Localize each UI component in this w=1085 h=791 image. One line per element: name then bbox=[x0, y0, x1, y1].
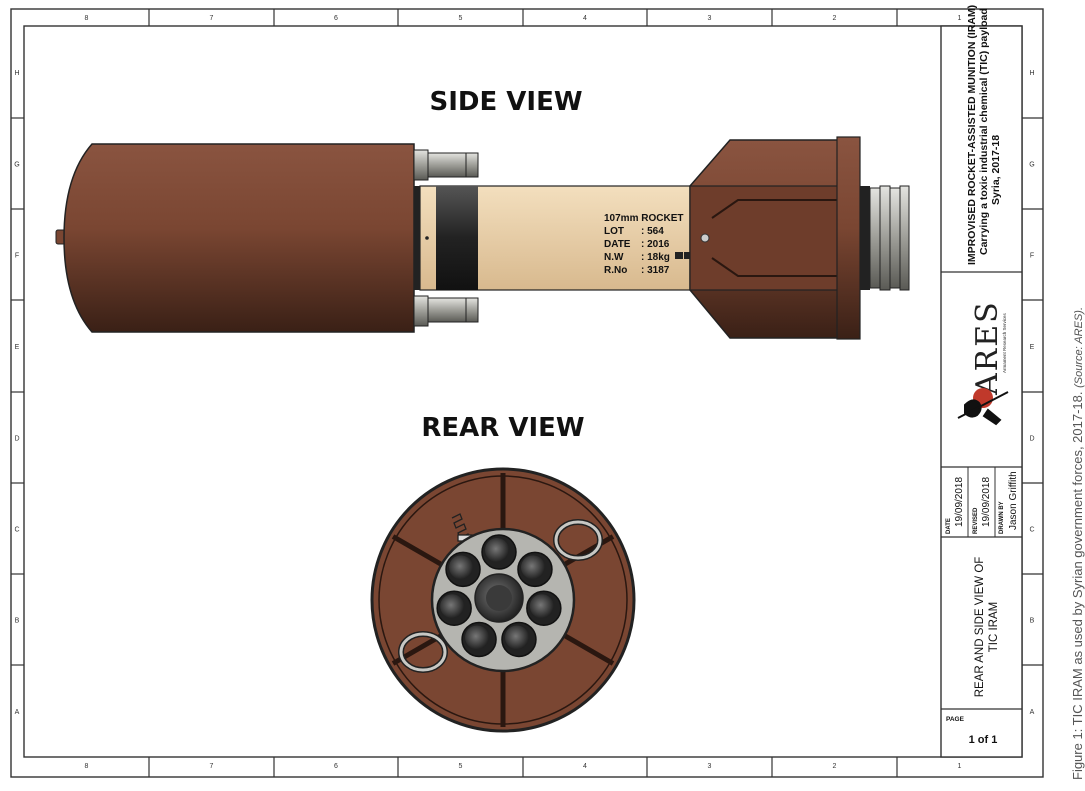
marking-lot-label: LOT bbox=[604, 226, 624, 237]
drawn-label: DRAWN BY bbox=[999, 501, 1005, 534]
mounting-bolt-top bbox=[413, 149, 479, 181]
frame-col-label: 4 bbox=[583, 15, 587, 22]
nozzle-rings bbox=[869, 185, 910, 291]
rocket-marking: 107mm ROCKET LOT : 564 DATE : 2016 N.W :… bbox=[604, 213, 683, 276]
rear-nozzle-hole bbox=[526, 590, 562, 626]
frame-col-label: 4 bbox=[583, 763, 587, 770]
frame-row-label: D bbox=[1029, 436, 1034, 443]
mounting-bolt-bottom bbox=[413, 295, 479, 327]
frame-row-label: B bbox=[1030, 618, 1035, 625]
rear-view-rocket bbox=[370, 467, 636, 733]
end-flange bbox=[836, 136, 861, 340]
marking-lot-value: : 564 bbox=[641, 226, 664, 237]
caption-text: Figure 1: TIC IRAM as used by Syrian gov… bbox=[1070, 391, 1085, 781]
marking-rno-label: R.No bbox=[604, 265, 627, 276]
fin-groove-lower bbox=[711, 257, 838, 277]
figure-caption: Figure 1: TIC IRAM as used by Syrian gov… bbox=[1070, 307, 1085, 780]
revised-label: REVISED bbox=[973, 507, 979, 534]
rear-fin-spoke bbox=[564, 633, 615, 666]
rear-nozzle-hole bbox=[501, 621, 537, 658]
frame-col-label: 2 bbox=[833, 15, 837, 22]
frame-col-label: 2 bbox=[833, 763, 837, 770]
fin-groove-upper bbox=[711, 199, 838, 219]
frame-col-label: 6 bbox=[334, 15, 338, 22]
drawn-value: Jason Griffith bbox=[1008, 471, 1019, 530]
end-flange-band bbox=[860, 186, 870, 290]
frame-col-label: 7 bbox=[210, 763, 214, 770]
frame-row-label: C bbox=[14, 527, 19, 534]
frame-col-label: 5 bbox=[459, 763, 463, 770]
caption-source: (Source: ARES). bbox=[1073, 306, 1085, 388]
logo-subtext: Armament Research Services bbox=[1002, 312, 1007, 373]
marking-line1: 107mm ROCKET bbox=[604, 213, 683, 224]
frame-row-label: C bbox=[1029, 527, 1034, 534]
rear-hook-bottom-left bbox=[398, 631, 448, 673]
tail-fin-center bbox=[689, 185, 839, 291]
marking-nw-label: N.W bbox=[604, 252, 624, 263]
rear-nozzle-hole bbox=[445, 551, 481, 588]
title-line1: IMPROVISED ROCKET-ASSISTED MUNITION (IRA… bbox=[966, 5, 978, 265]
frame-row-label: G bbox=[14, 162, 19, 169]
frame-col-label: 8 bbox=[85, 15, 89, 22]
tube-rivet bbox=[425, 236, 429, 240]
marking-date-value: : 2016 bbox=[641, 239, 670, 250]
page-label: PAGE bbox=[946, 716, 965, 723]
fin-screw bbox=[700, 233, 710, 243]
rear-nozzle-hole bbox=[517, 551, 553, 588]
page-value: 1 of 1 bbox=[969, 734, 998, 746]
frame-row-label: D bbox=[14, 436, 19, 443]
frame-row-label: B bbox=[15, 618, 20, 625]
frame-row-label: F bbox=[1030, 253, 1034, 260]
marking-nw-value: : 18kg bbox=[641, 252, 670, 263]
rear-hook-top-right bbox=[553, 519, 603, 561]
frame-col-label: 3 bbox=[708, 15, 712, 22]
rear-nozzle-hole bbox=[436, 590, 472, 626]
marking-barcode-block-2 bbox=[684, 252, 691, 259]
date-value: 19/09/2018 bbox=[954, 477, 965, 527]
frame-col-label: 7 bbox=[210, 15, 214, 22]
marking-rno-value: : 3187 bbox=[641, 265, 670, 276]
rear-center-bore bbox=[486, 585, 512, 611]
drawing-title-line2: TIC IRAM bbox=[988, 602, 1000, 652]
rear-fin-spoke bbox=[391, 534, 442, 567]
rear-view-title: REAR VIEW bbox=[421, 413, 584, 443]
frame-col-label: 6 bbox=[334, 763, 338, 770]
side-view-title: SIDE VIEW bbox=[429, 87, 582, 117]
logo-text: ARES bbox=[970, 300, 1005, 396]
payload-canister bbox=[63, 143, 415, 333]
frame-row-label: A bbox=[1030, 709, 1035, 716]
frame-row-label: H bbox=[1029, 70, 1034, 77]
title-line2: Carrying a toxic industrial chemical (TI… bbox=[978, 8, 990, 255]
title-block: IMPROVISED ROCKET-ASSISTED MUNITION (IRA… bbox=[940, 5, 1023, 758]
revised-value: 19/09/2018 bbox=[981, 477, 992, 527]
frame-col-label: 1 bbox=[958, 763, 962, 770]
frame-col-label: 1 bbox=[958, 15, 962, 22]
frame-col-label: 5 bbox=[459, 15, 463, 22]
frame-row-label: E bbox=[1030, 344, 1035, 351]
ares-logo: ARES Armament Research Services bbox=[957, 300, 1009, 426]
marking-date-label: DATE bbox=[604, 239, 631, 250]
canister-rear-plate bbox=[414, 186, 420, 290]
rear-nozzle-hole bbox=[461, 621, 497, 658]
frame-row-label: G bbox=[1029, 162, 1034, 169]
frame-row-label: H bbox=[14, 70, 19, 77]
frame-row-label: A bbox=[15, 709, 20, 716]
frame-col-label: 3 bbox=[708, 763, 712, 770]
title-line3: Syria, 2017-18 bbox=[990, 135, 1002, 205]
frame-col-label: 8 bbox=[85, 763, 89, 770]
drawing-title-line1: REAR AND SIDE VIEW OF bbox=[974, 557, 986, 698]
side-view-rocket: 107mm ROCKET LOT : 564 DATE : 2016 N.W :… bbox=[55, 136, 910, 340]
rear-nozzle-hole bbox=[481, 534, 517, 570]
logo-warrior bbox=[957, 391, 1009, 426]
motor-band bbox=[436, 186, 478, 290]
date-label: DATE bbox=[946, 518, 952, 534]
frame-row-label: F bbox=[15, 253, 19, 260]
drawing-frame: 8 8 7 7 6 6 5 5 4 4 3 3 2 2 1 1 H H G G F F E E D D C C B B A A bbox=[10, 8, 1044, 778]
frame-row-label: E bbox=[15, 344, 20, 351]
marking-barcode-block bbox=[675, 252, 683, 259]
